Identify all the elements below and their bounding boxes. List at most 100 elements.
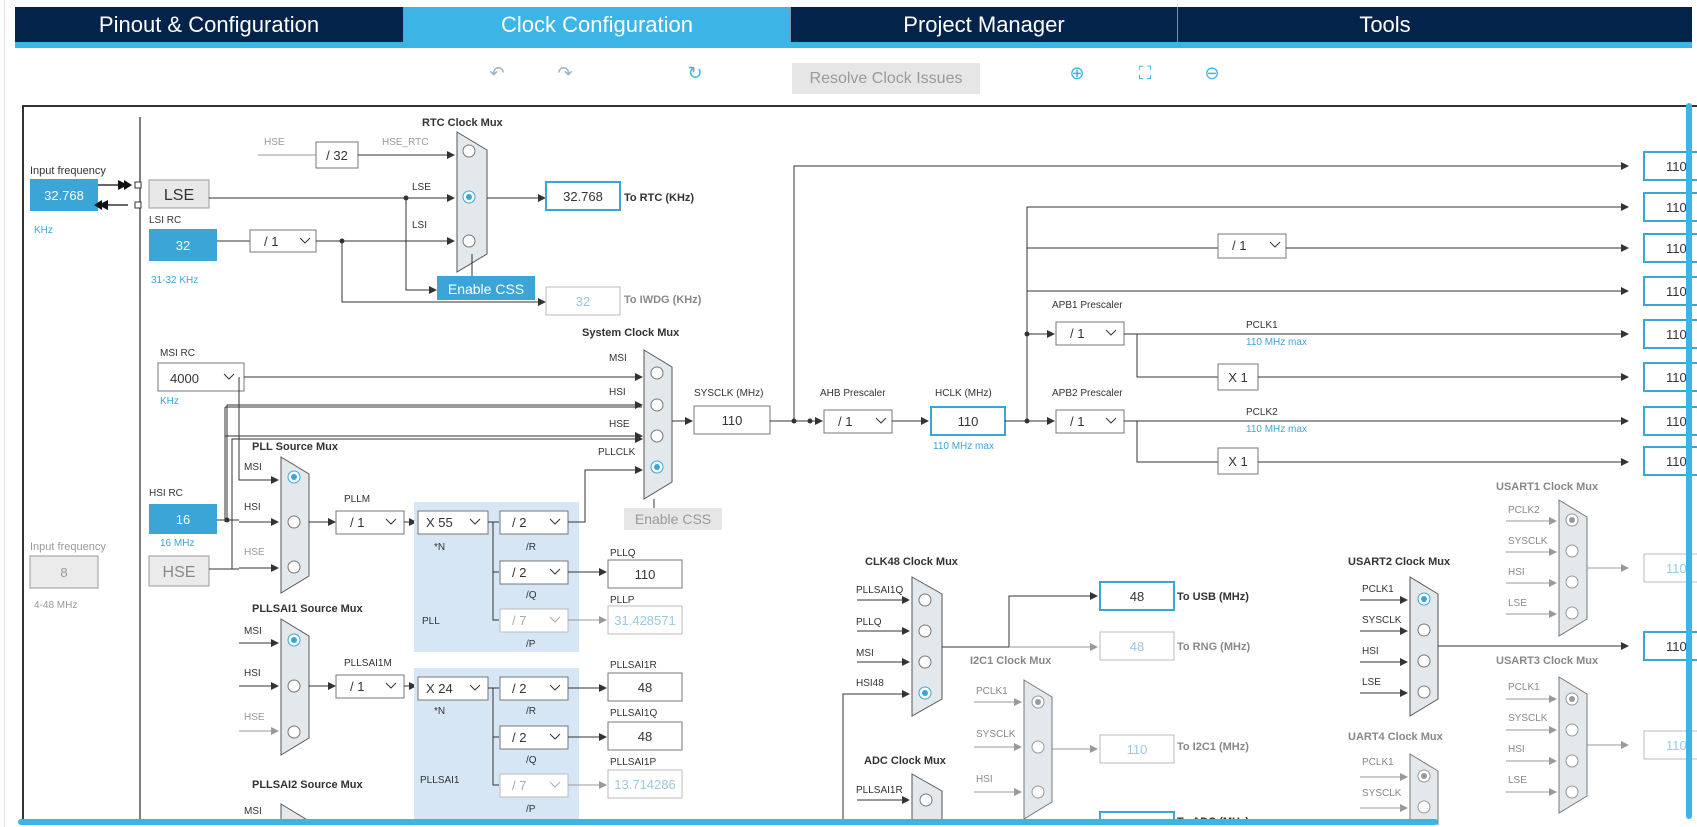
- fit-screen-icon[interactable]: ⛶: [1138, 63, 1152, 83]
- pllsai1m-select[interactable]: [335, 674, 405, 699]
- to-i2c1-label: To I2C1 (MHz): [1177, 741, 1249, 753]
- i2c1-in-sysclk: SYSCLK: [976, 729, 1016, 740]
- hse-input-field[interactable]: [29, 555, 99, 589]
- clk48-msi-radio[interactable]: [918, 655, 932, 669]
- horizontal-scrollbar[interactable]: [18, 819, 1438, 825]
- usart1-lse-radio[interactable]: [1565, 606, 1579, 620]
- i2c1-in-hsi: HSI: [976, 774, 993, 785]
- sysmux-hsi-radio[interactable]: [650, 398, 664, 412]
- apb1-timer-multiplier: [1217, 363, 1259, 391]
- adc-pllsai1r-radio[interactable]: [919, 793, 933, 807]
- uart4-sysclk-radio[interactable]: [1417, 800, 1431, 814]
- usart1-in-pclk2: PCLK2: [1508, 505, 1540, 516]
- apb1-prescaler-select[interactable]: [1055, 321, 1125, 346]
- tab-clock-configuration[interactable]: Clock Configuration: [404, 7, 791, 42]
- hclk-input[interactable]: [930, 406, 1006, 436]
- sai1-r-select[interactable]: [499, 676, 569, 701]
- to-rng-value: 48: [1130, 639, 1144, 654]
- sai1-src-hsi-radio[interactable]: [287, 679, 301, 693]
- usart1-in-hsi: HSI: [1508, 567, 1525, 578]
- tab-pinout-configuration[interactable]: Pinout & Configuration: [15, 7, 404, 42]
- clk48-clock-mux: [911, 576, 943, 717]
- pll-src-hsi-radio[interactable]: [287, 515, 301, 529]
- rtc-mux-lsi-radio[interactable]: [462, 234, 476, 248]
- i2c1-sysclk-radio[interactable]: [1031, 740, 1045, 754]
- usart2-hsi-radio[interactable]: [1417, 654, 1431, 668]
- msi-range-select[interactable]: [157, 362, 245, 392]
- refresh-icon[interactable]: ↻: [687, 63, 703, 83]
- sai1-n-value: X 24: [426, 681, 453, 696]
- tab-project-manager[interactable]: Project Manager: [791, 7, 1178, 42]
- usart1-hsi-radio[interactable]: [1565, 575, 1579, 589]
- cortex-timer-divider-value: / 1: [1232, 238, 1246, 253]
- clk48-pllsai1q-radio[interactable]: [918, 593, 932, 607]
- system-clock-mux: [643, 349, 673, 500]
- to-rng-label: To RNG (MHz): [1177, 641, 1250, 653]
- usart1-output-value: 110: [1666, 561, 1687, 576]
- sysclk-label: SYSCLK (MHz): [694, 388, 763, 399]
- zoom-in-icon[interactable]: ⊕: [1069, 63, 1085, 83]
- clock-tree-canvas[interactable]: Input frequency 32.768 KHz LSE LSI RC 32…: [22, 105, 1697, 825]
- resolve-clock-issues-button[interactable]: Resolve Clock Issues: [792, 63, 980, 94]
- pclk2-label: PCLK2: [1246, 407, 1278, 418]
- usart2-sysclk-radio[interactable]: [1417, 623, 1431, 637]
- clk48-mux-title: CLK48 Clock Mux: [865, 556, 959, 568]
- usart2-in-lse: LSE: [1362, 677, 1381, 688]
- sai1-src-hse-radio[interactable]: [287, 725, 301, 739]
- pll-q-select[interactable]: [499, 560, 569, 585]
- usart3-lse-radio[interactable]: [1565, 785, 1579, 799]
- to-iwdg-value: 32: [576, 294, 590, 309]
- lse-input-freq-label: Input frequency: [30, 165, 106, 177]
- tab-underline: [15, 42, 1692, 48]
- uart4-clock-mux: [1409, 753, 1439, 825]
- pll-src-hse-radio[interactable]: [287, 560, 301, 574]
- enable-css-rtc-button[interactable]: [437, 276, 535, 300]
- enable-css-hse-button[interactable]: [624, 508, 722, 530]
- clock-tree-diagram: Input frequency 32.768 KHz LSE LSI RC 32…: [29, 117, 1697, 825]
- hse-rtc-divider-value: / 32: [326, 148, 348, 163]
- usart3-sysclk-radio[interactable]: [1565, 723, 1579, 737]
- zoom-out-icon[interactable]: ⊖: [1204, 63, 1220, 83]
- sai1-p-select[interactable]: [499, 773, 569, 798]
- to-rtc-value: 32.768: [563, 189, 603, 204]
- usart2-clock-mux: [1409, 576, 1439, 717]
- clk48-pllq-radio[interactable]: [918, 624, 932, 638]
- lse-box-label: LSE: [164, 187, 194, 204]
- pll-r-select[interactable]: [499, 510, 569, 535]
- usart2-output-value: 110: [1666, 639, 1687, 654]
- usart2-lse-radio[interactable]: [1417, 685, 1431, 699]
- usart3-hsi-radio[interactable]: [1565, 754, 1579, 768]
- pllsai1-source-mux-title: PLLSAI1 Source Mux: [252, 603, 364, 615]
- usart3-in-lse: LSE: [1508, 775, 1527, 786]
- redo-icon[interactable]: ↷: [557, 63, 573, 83]
- sai1-p-label: /P: [526, 804, 536, 815]
- lsi-divider-value: / 1: [264, 234, 278, 249]
- lse-oscillator-box: [148, 179, 210, 209]
- sai1-q-select[interactable]: [499, 725, 569, 750]
- i2c1-hsi-radio[interactable]: [1031, 785, 1045, 799]
- apb2-prescaler-select[interactable]: [1055, 409, 1125, 434]
- tab-tools[interactable]: Tools: [1359, 11, 1411, 37]
- to-rtc-output[interactable]: [545, 181, 621, 211]
- clk48-in-pllq: PLLQ: [856, 617, 882, 628]
- pll-r-label: /R: [526, 542, 536, 553]
- to-usb-output[interactable]: [1099, 581, 1175, 611]
- output-value-4: 110: [1666, 284, 1687, 299]
- lsi-divider-select[interactable]: [249, 229, 317, 253]
- sysmux-hse-radio[interactable]: [650, 429, 664, 443]
- lse-input-value: 32.768: [44, 188, 84, 203]
- pllm-select[interactable]: [335, 510, 405, 535]
- pll-p-select[interactable]: [499, 608, 569, 633]
- sysmux-msi-radio[interactable]: [650, 366, 664, 380]
- lse-input-field[interactable]: [30, 179, 98, 211]
- rtc-mux-hse-radio[interactable]: [462, 144, 476, 158]
- undo-icon[interactable]: ↶: [489, 63, 505, 83]
- i2c1-mux-title: I2C1 Clock Mux: [970, 655, 1052, 667]
- sai1-n-label: *N: [434, 706, 445, 717]
- hsi-rc-box: [149, 504, 217, 534]
- pll-p-label: /P: [526, 639, 536, 650]
- vertical-scrollbar[interactable]: [1686, 103, 1692, 819]
- hse-rtc-divider: [315, 141, 359, 169]
- pllm-value: / 1: [350, 515, 364, 530]
- usart1-sysclk-radio[interactable]: [1565, 544, 1579, 558]
